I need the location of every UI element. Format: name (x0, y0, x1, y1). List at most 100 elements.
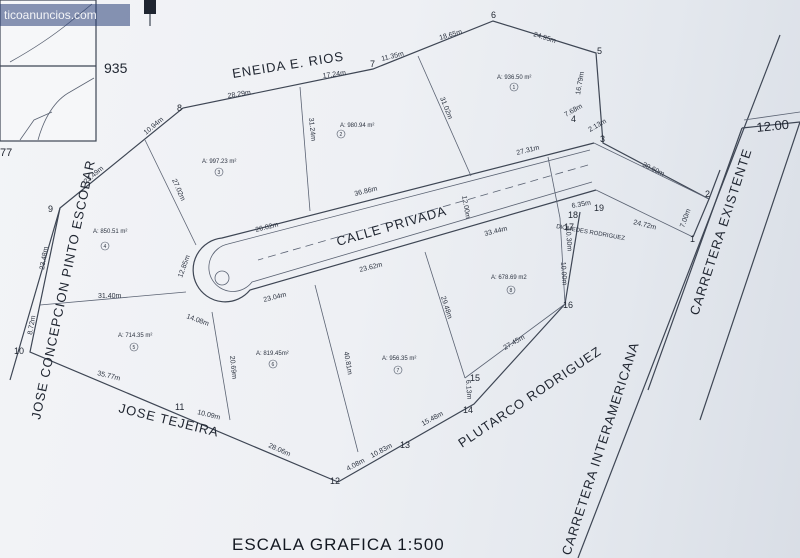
dist-10-00: 10.00m (559, 262, 568, 286)
dist-4-08: 4.08m (346, 457, 367, 472)
dist-7-mid: 17.24m (322, 70, 346, 80)
road-entry-north (593, 142, 710, 200)
point-labels: 1 2 3 4 5 6 7 8 9 10 11 12 13 14 15 16 1… (14, 10, 710, 486)
lot-1: A: 936.50 m² 1 (497, 75, 531, 92)
lot-3-area: A: 997.23 m² (202, 159, 236, 165)
inset-stream (37, 77, 95, 141)
dist-8-7: 28.29m (227, 89, 251, 100)
neighbor-west: JOSE CONCEPCION PINTO ESCOBAR (28, 158, 98, 420)
dist-23-48: 23.48m (39, 246, 50, 270)
dist-40-81: 40.81m (342, 351, 353, 375)
watermark-text: ticoanuncios.com (4, 8, 97, 22)
calle-privada-road (192, 142, 710, 303)
dist-road-top: 27.31m (516, 144, 541, 156)
cul-de-sac-center (214, 270, 230, 286)
point-15: 15 (470, 373, 480, 383)
dist-12-85: 12.85m (177, 254, 192, 278)
point-5: 5 (597, 46, 602, 56)
lot-2: A: 980.94 m² 2 (336, 123, 374, 139)
lot-5-number: 5 (133, 345, 136, 351)
point-14: 14 (463, 405, 473, 415)
dist-31-40: 31.40m (98, 293, 122, 300)
road-entry-south (595, 189, 694, 238)
dist-14-08: 14.08m (185, 313, 209, 328)
dist-31-24: 31.24m (307, 117, 316, 141)
dist-23-62: 23.62m (359, 261, 384, 273)
dist-6-35: 6.35m (571, 200, 592, 210)
location-inset: ticoanuncios.com 935 77 (0, 0, 130, 159)
point-17: 17 (564, 222, 574, 232)
dist-26-02: 26.02m (255, 221, 280, 233)
lot-7: A: 956.35 m² 7 (382, 356, 416, 375)
dist-19-1: 24.72m (633, 219, 658, 231)
lot-4-area: A: 850.51 m² (93, 229, 127, 235)
north-arrow-icon (144, 0, 156, 26)
lot-8-area: A: 678.69 m2 (491, 275, 527, 281)
dist-31-02: 31.02m (438, 96, 453, 120)
lot-4: A: 850.51 m² 4 (93, 229, 127, 251)
road-centerline (257, 164, 589, 261)
point-10: 10 (14, 346, 24, 356)
lot-3-number: 3 (218, 170, 221, 176)
point-11: 11 (175, 402, 184, 412)
road-inner-edge (208, 149, 593, 292)
road-width-label: 12.00 (756, 117, 790, 135)
dist-12-00b: 12.00m (460, 195, 471, 219)
scale-label: ESCALA GRAFICA 1:500 (232, 535, 445, 554)
lot-3: A: 997.23 m² 3 (202, 159, 236, 177)
inset-path (19, 111, 53, 141)
inset-number: 935 (104, 60, 128, 76)
lot-8: A: 678.69 m2 8 (491, 275, 527, 295)
lot-6: A: 819.45m² 6 (256, 351, 289, 369)
dist-15-48: 15.48m (421, 411, 445, 428)
dist-7-6b: 18.65m (439, 29, 464, 42)
dist-28-06: 28.06m (267, 442, 291, 458)
dist-27-02: 27.02m (170, 178, 186, 202)
dist-20-69: 20.69m (228, 355, 237, 379)
property-boundary (29, 20, 710, 483)
point-3: 3 (600, 134, 605, 144)
dist-5-4: 16.79m (575, 71, 586, 95)
lot-labels: A: 936.50 m² 1 A: 980.94 m² 2 A: 997.23 … (93, 75, 531, 375)
point-6: 6 (491, 10, 496, 20)
dist-6-5: 24.95m (532, 31, 557, 45)
lot-1-area: A: 936.50 m² (497, 75, 531, 81)
dist-4-3: 2.13m (588, 118, 608, 134)
dist-8-72: 8.72m (27, 315, 37, 336)
lot-8-number: 8 (510, 288, 513, 294)
point-19: 19 (594, 203, 604, 213)
dist-35-77: 35.77m (97, 370, 122, 382)
dist-road-mid: 36.86m (354, 185, 379, 197)
lot-2-number: 2 (340, 132, 343, 138)
point-9: 9 (48, 204, 53, 214)
dist-10-94: 10.94m (143, 116, 166, 136)
street-label: CALLE PRIVADA (335, 203, 449, 249)
point-1: 1 (690, 234, 695, 244)
point-7: 7 (370, 59, 375, 69)
point-18: 18 (568, 210, 578, 220)
west-boundary-extension (9, 207, 61, 381)
point-2: 2 (705, 189, 710, 199)
lot-7-area: A: 956.35 m² (382, 356, 416, 362)
dist-23-04: 23.04m (263, 291, 288, 303)
lot-1-number: 1 (513, 85, 516, 91)
road-existing-label: CARRETERA EXISTENTE (687, 147, 755, 317)
point-8: 8 (177, 103, 182, 113)
dist-3-2: 30.60m (641, 162, 665, 179)
point-12: 12 (330, 476, 340, 486)
point-13: 13 (400, 440, 410, 450)
dist-10-30: 10.30m (564, 228, 573, 252)
lot-4-number: 4 (104, 244, 107, 250)
lot-5: A: 714.35 m² 5 (118, 333, 152, 352)
highway-band (577, 34, 800, 558)
lot-5-area: A: 714.35 m² (118, 333, 152, 339)
dist-2-1: 7.00m (679, 208, 692, 229)
lot-6-area: A: 819.45m² (256, 351, 289, 357)
road-outer-edge (192, 142, 597, 303)
neighbor-south: JOSE TEJEIRA (117, 400, 220, 439)
neighbor-southeast: PLUTARCO RODRIGUEZ (455, 343, 604, 450)
inset-corner: 77 (0, 147, 12, 159)
dist-6-13: 6.13m (464, 380, 472, 400)
